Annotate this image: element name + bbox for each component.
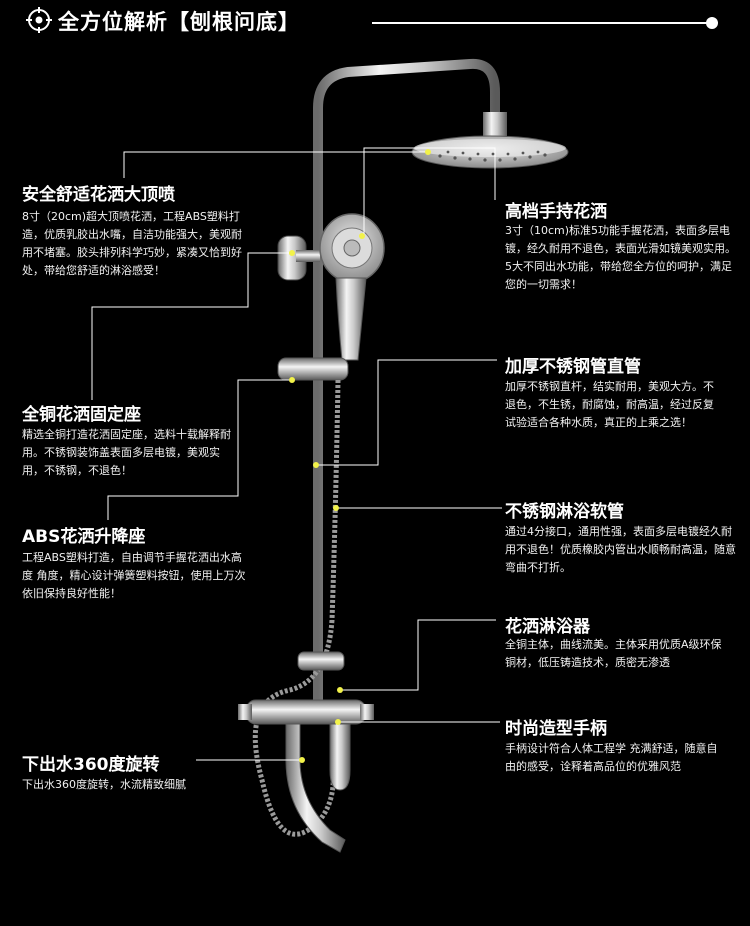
feature-title-360-rotation: 下出水360度旋转: [22, 755, 160, 775]
feature-title-straight-pipe: 加厚不锈钢管直管: [505, 357, 641, 377]
feature-title-top-shower: 安全舒适花洒大顶喷: [22, 185, 175, 205]
crosshair-icon: [26, 7, 52, 33]
header-bar: 全方位解析【刨根问底】: [0, 0, 750, 46]
feature-desc-top-shower: 8寸（20cm)超大顶喷花洒，工程ABS塑料打造，优质乳胶出水嘴，自洁功能强大，…: [22, 210, 242, 277]
header-divider-end: [706, 17, 718, 29]
feature-desc-hose: 通过4分接口，通用性强，表面多层电镀经久耐用不退色！优质橡胶内管出水顺畅耐高温，…: [505, 525, 736, 574]
feature-title-handle: 时尚造型手柄: [505, 719, 607, 739]
page-title: 全方位解析【刨根问底】: [58, 10, 300, 34]
feature-desc-360-rotation: 下出水360度旋转，水流精致细腻: [22, 778, 186, 791]
feature-desc-lift-seat: 工程ABS塑料打造，自由调节手握花洒出水高度 角度，精心设计弹簧塑料按钮，使用上…: [22, 551, 246, 600]
feature-title-lift-seat: ABS花洒升降座: [22, 527, 146, 547]
feature-title-shower-body: 花洒淋浴器: [505, 617, 590, 637]
feature-desc-handle: 手柄设计符合人体工程学 充满舒适，随意自由的感受，诠释着高品位的优雅风范: [505, 742, 718, 773]
feature-desc-straight-pipe: 加厚不锈钢直杆，结实耐用，美观大方。不退色，不生锈，耐腐蚀，耐高温，经过反复试验…: [505, 380, 714, 429]
feature-title-hand-shower: 高档手持花洒: [505, 202, 607, 222]
feature-title-hose: 不锈钢淋浴软管: [505, 502, 624, 522]
feature-desc-shower-body: 全铜主体，曲线流美。主体采用优质A级环保铜材，低压铸造技术，质密无渗透: [505, 638, 722, 669]
feature-desc-hand-shower: 3寸（10cm)标准5功能手握花洒，表面多层电镀，经久耐用不退色，表面光滑如镜美…: [505, 224, 736, 291]
feature-desc-fixed-seat: 精选全铜打造花洒固定座，选料十载解释耐用。不锈钢装饰盖表面多层电镀，美观实用，不…: [22, 428, 231, 477]
header-divider: [372, 22, 712, 24]
feature-title-fixed-seat: 全铜花洒固定座: [22, 405, 141, 425]
